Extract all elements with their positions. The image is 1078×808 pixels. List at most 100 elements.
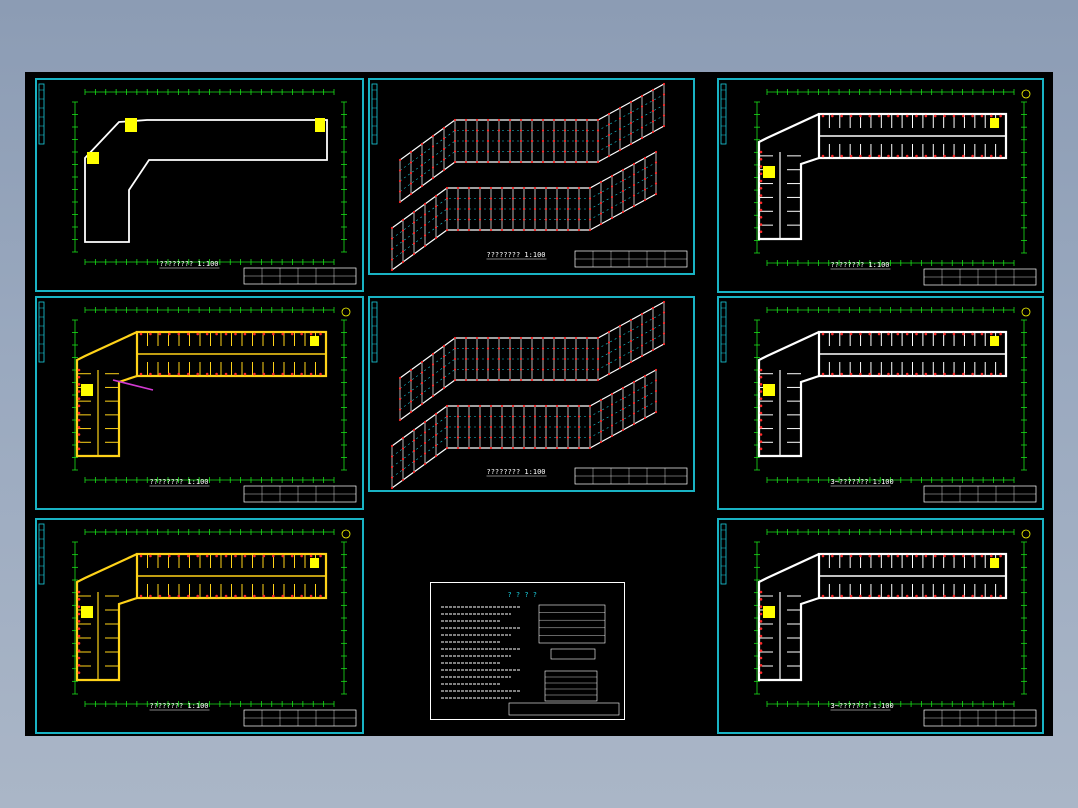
north-symbol [341,529,351,539]
stair-block [310,558,319,568]
elevation-marker [420,142,424,146]
elevation-marker [500,197,504,200]
elevation-marker [533,228,537,232]
north-symbol [1021,307,1031,317]
fixture-marker [77,612,81,616]
elevation-marker [533,207,537,211]
fixture-marker [831,372,834,376]
elevation-marker [651,120,655,123]
elevation-marker [442,158,446,161]
elevation-marker [585,378,589,382]
elevation-marker [618,117,622,120]
elevation-marker [489,404,493,408]
elevation-marker [599,180,603,184]
elevation-marker [621,407,625,411]
elevation-marker [621,168,625,172]
elevation-marker [530,347,534,350]
fixture-marker [759,447,763,451]
sheet-title: ???????? 1:100 [831,261,890,269]
elevation-marker [574,336,578,340]
cad-drawing-canvas[interactable]: ???????? 1:100 ???????? 1:100 ???????? 1… [25,72,1053,736]
sheet-7[interactable]: ???????? 1:100 [35,518,364,734]
sheet-9[interactable]: 3~??????? 1:100 [717,518,1044,734]
sheet-1[interactable]: ???????? 1:100 [35,78,364,292]
fixture-marker [999,594,1002,598]
fixture-marker [759,620,763,623]
elevation-marker [544,218,548,221]
elevation-marker [434,215,438,219]
elevation-marker [607,133,611,137]
elevation-marker [566,186,570,190]
fixture-marker [877,594,881,598]
elevation-marker [390,268,394,272]
elevation-marker [654,182,658,185]
elevation-marker [420,153,424,156]
elevation-marker [607,351,611,355]
fixture-marker [177,372,181,376]
elevation-marker [555,404,559,408]
elevation-marker [398,418,402,422]
elevation-marker [497,160,501,164]
fixture-marker [290,554,294,558]
sheet-side-stamp [38,301,45,363]
fixture-marker [224,594,228,598]
elevation-marker [390,455,394,458]
fixture-marker [177,332,181,336]
elevation-marker [629,329,633,332]
elevation-marker [489,207,493,211]
elevation-marker [577,228,581,232]
elevation-marker [409,379,413,382]
elevation-marker [662,103,666,107]
fixture-marker [868,332,872,336]
sheet-8[interactable]: ? ? ? ? [430,582,625,720]
elevation-marker [585,336,589,340]
elevation-marker [445,228,449,232]
elevation-marker [467,436,471,439]
elevation-marker [478,218,482,221]
sheet-3[interactable]: ???????? 1:100 [717,78,1044,293]
elevation-marker [618,356,622,359]
elevation-marker [588,415,592,418]
elevation-marker [544,228,548,232]
sheet-5[interactable]: ???????? 1:100 [368,296,695,492]
elevation-marker [398,200,402,204]
elevation-marker [401,239,405,243]
elevation-marker [640,312,644,316]
elevation-marker [409,182,413,185]
elevation-marker [654,389,658,393]
fixture-marker [281,372,285,376]
elevation-marker [442,365,446,369]
elevation-marker [511,228,515,232]
sheet-side-stamp [371,83,378,145]
elevation-marker [640,115,644,119]
elevation-marker [577,186,581,190]
fixture-marker [205,554,209,558]
elevation-marker [544,404,548,408]
elevation-marker [654,192,658,196]
elevation-marker [423,431,427,434]
elevation-marker [398,376,402,380]
elevation-marker [643,198,647,202]
fixture-marker [896,154,900,158]
fixture-marker [961,372,965,376]
fixture-marker [759,186,763,190]
elevation-marker [610,195,614,199]
fixture-marker [281,594,285,598]
fixture-marker [77,447,81,451]
elevation-marker [544,425,548,429]
elevation-marker [662,82,666,86]
elevation-marker [599,409,603,412]
sheet-6[interactable]: 3~??????? 1:100 [717,296,1044,510]
sheet-4[interactable]: ???????? 1:100 [35,296,364,510]
elevation-marker [519,378,523,382]
elevation-marker [596,378,600,382]
elevation-marker [497,129,501,132]
elevation-marker [511,415,515,418]
fixture-marker [196,554,199,558]
fixture-marker [887,332,890,336]
elevation-marker [390,486,394,490]
elevation-marker [585,150,589,153]
fixture-marker [971,114,974,118]
fixture-marker [924,114,928,118]
sheet-2[interactable]: ???????? 1:100 [368,78,695,275]
